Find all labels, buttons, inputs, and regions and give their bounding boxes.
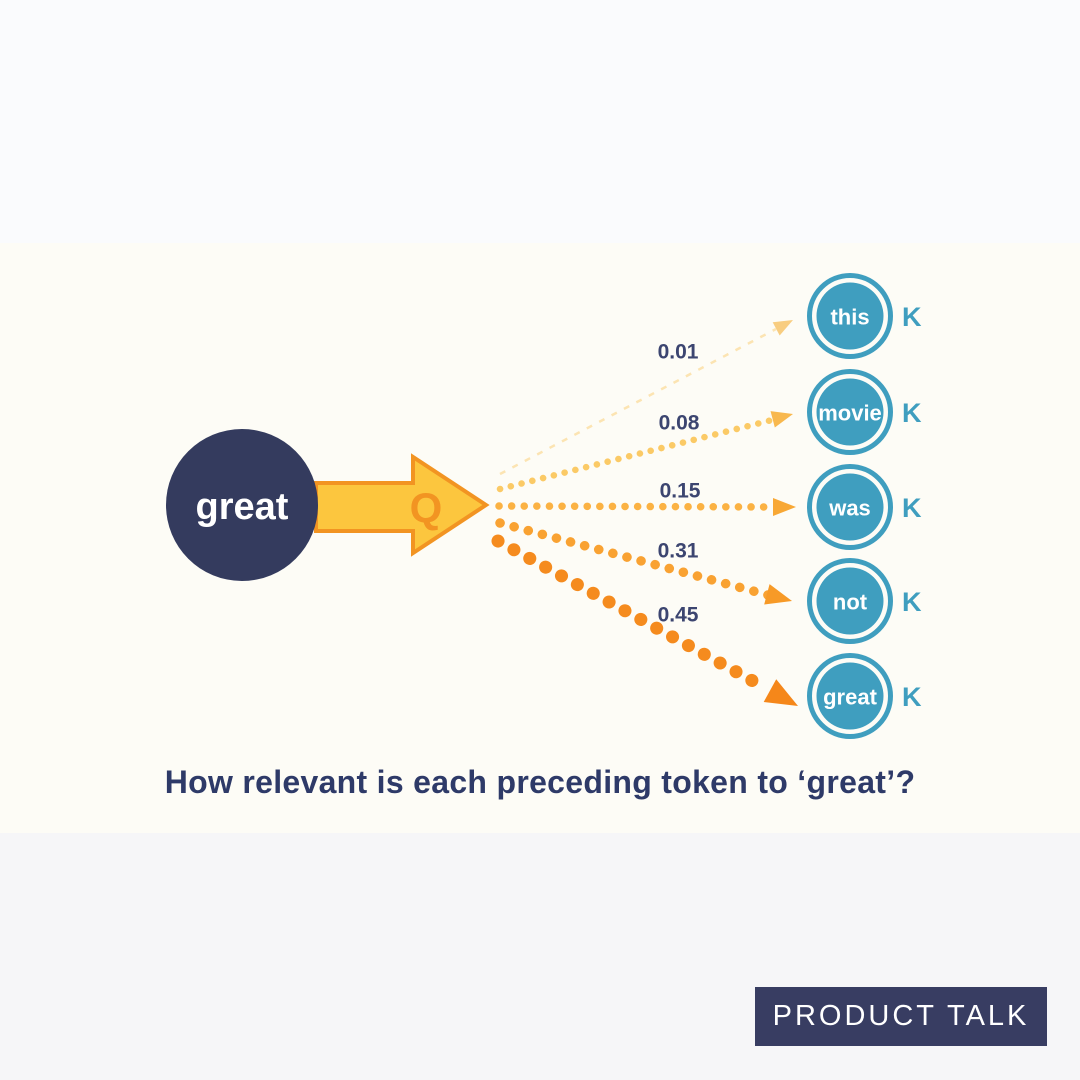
- k-label: K: [902, 587, 922, 617]
- key-token-label: great: [823, 685, 877, 710]
- key-circle-disc: [816, 473, 884, 541]
- key-circle-ring: [807, 653, 893, 739]
- attention-line-this: [499, 327, 777, 476]
- weight-this: 0.01: [658, 341, 699, 364]
- key-circle-ring: [807, 273, 893, 359]
- query-token-circle: [166, 429, 318, 581]
- key-token-label: this: [830, 305, 869, 330]
- arrowhead-movie: [770, 411, 793, 428]
- key-token-label: movie: [818, 401, 882, 426]
- key-circle-disc: [816, 282, 884, 350]
- key-token-label: was: [828, 496, 871, 521]
- key-token-this: this K: [807, 273, 922, 359]
- key-token-not: not K: [807, 558, 922, 644]
- arrowhead-was: [773, 498, 796, 516]
- arrowhead-not: [764, 584, 792, 605]
- key-circle-disc: [816, 378, 884, 446]
- query-arrow: [316, 457, 486, 553]
- arrowhead-great: [763, 679, 798, 706]
- product-talk-badge: PRODUCT TALK: [755, 987, 1047, 1046]
- key-token-label: not: [833, 590, 868, 615]
- k-label: K: [902, 398, 922, 428]
- key-circle-ring: [807, 558, 893, 644]
- query-arrow-outline: [314, 453, 490, 557]
- weight-was: 0.15: [660, 480, 701, 503]
- attention-line-great: [491, 534, 769, 693]
- weight-not: 0.31: [658, 540, 699, 563]
- key-token-great: great K: [807, 653, 922, 739]
- weight-movie: 0.08: [659, 412, 700, 435]
- key-token-was: was K: [807, 464, 922, 550]
- key-circle-ring: [807, 369, 893, 455]
- q-label: Q: [410, 485, 443, 532]
- key-circle-disc: [816, 567, 884, 635]
- attention-line-movie: [496, 416, 776, 493]
- key-token-movie: movie K: [807, 369, 922, 455]
- k-label: K: [902, 493, 922, 523]
- key-circle-disc: [816, 662, 884, 730]
- attention-line-was: [495, 502, 776, 511]
- k-label: K: [902, 682, 922, 712]
- query-token-label: great: [196, 486, 289, 528]
- attention-line-not: [495, 518, 773, 600]
- arrowhead-this: [772, 320, 793, 336]
- caption-text: How relevant is each preceding token to …: [164, 764, 916, 800]
- k-label: K: [902, 302, 922, 332]
- background-top-band: [0, 0, 1080, 243]
- weight-great: 0.45: [658, 604, 699, 627]
- key-circle-ring: [807, 464, 893, 550]
